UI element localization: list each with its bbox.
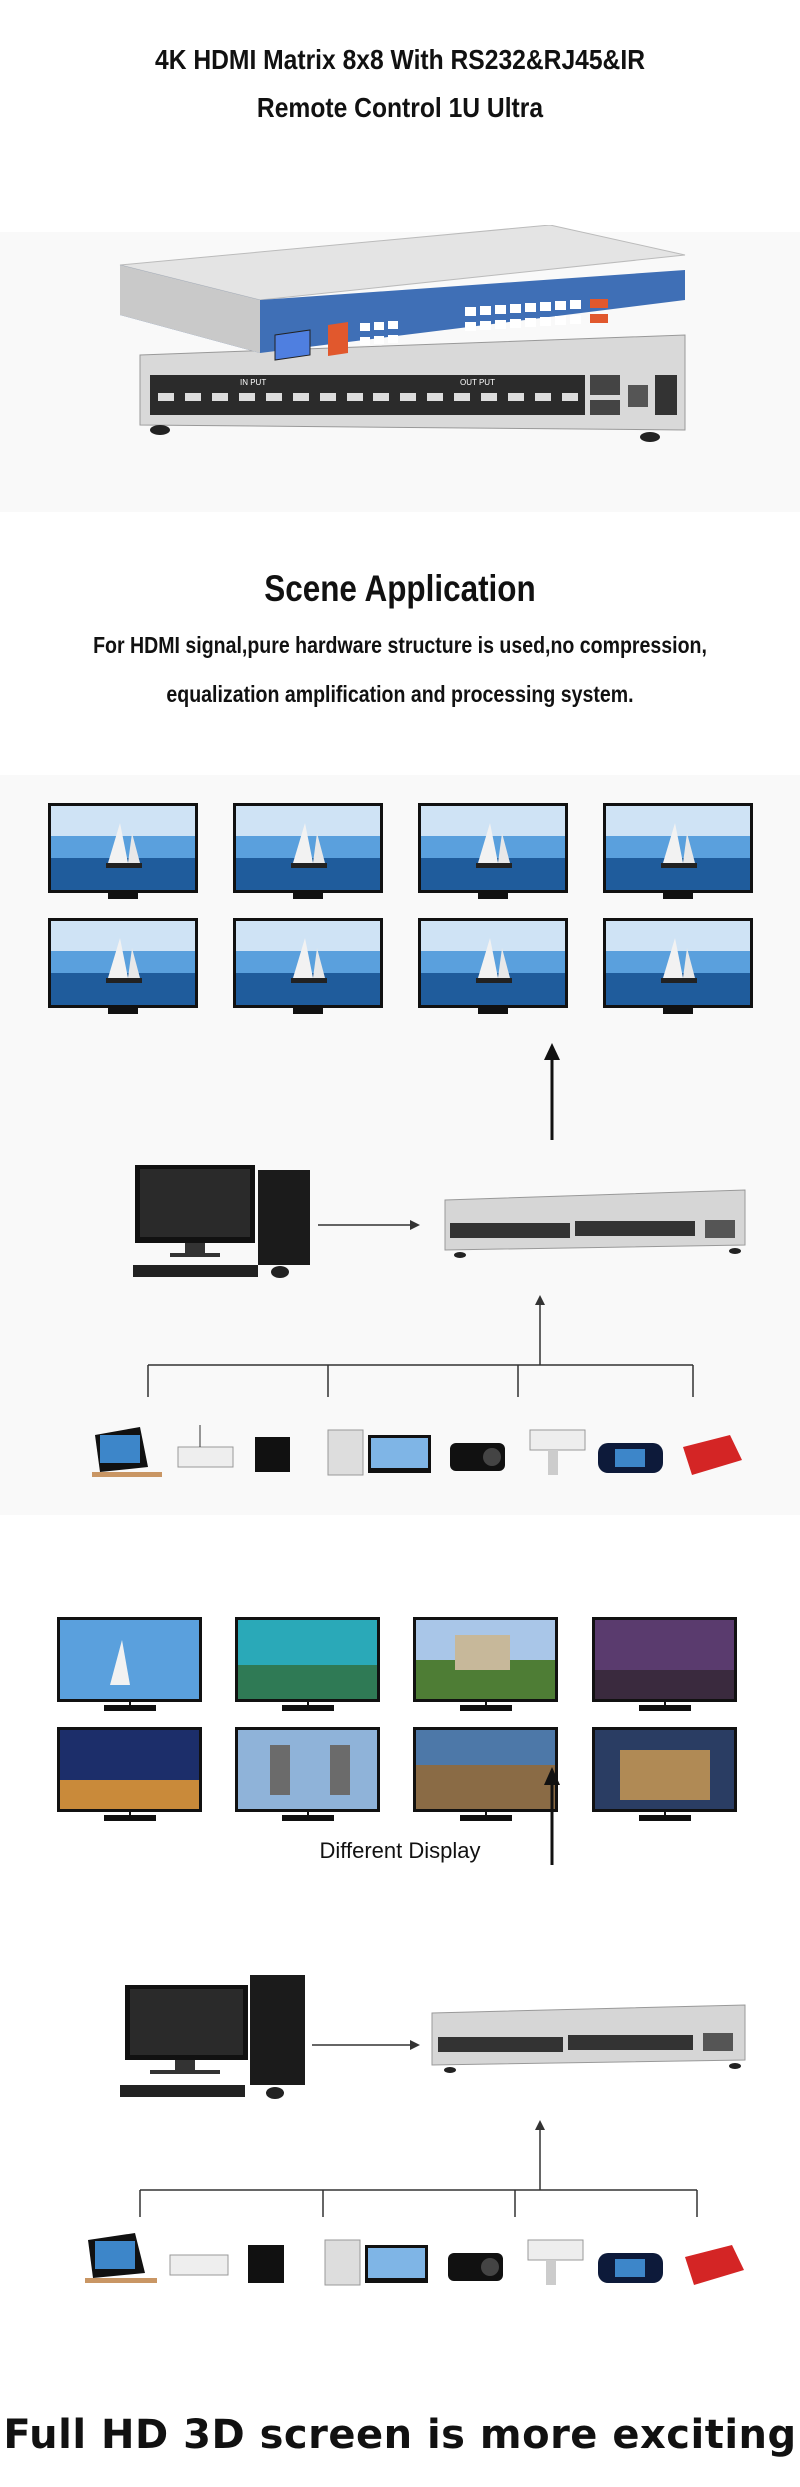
display-row-2 — [48, 918, 753, 1014]
footer-tagline: Full HD 3D screen is more exciting — [3, 2412, 797, 2458]
source-computer — [133, 1165, 310, 1278]
source-devices-row-1 — [92, 1425, 742, 1477]
different-display-label: Different Display — [319, 1838, 481, 1863]
display-row-1 — [48, 803, 753, 899]
lcd-display — [274, 329, 311, 361]
section-description-line2: equalization amplification and processin… — [166, 681, 634, 707]
diagram-different-display — [57, 1617, 746, 2286]
source-computer-2 — [120, 1975, 305, 2099]
section-heading: Scene Application — [264, 568, 536, 609]
display-row-1-different — [57, 1617, 737, 1711]
display-row-2-different — [57, 1727, 737, 1821]
page-title-line2: Remote Control 1U Ultra — [256, 92, 544, 123]
section-description-line1: For HDMI signal,pure hardware structure … — [93, 632, 707, 658]
matrix-switcher-small-2 — [431, 2004, 746, 2073]
orange-button — [328, 322, 348, 356]
matrix-switcher-small — [444, 1189, 746, 1258]
output-label: OUT PUT — [460, 378, 495, 387]
hdmi-matrix-device-image: IN PUT OUT PUT — [119, 225, 686, 442]
input-label: IN PUT — [240, 378, 266, 387]
diagram-same-display — [48, 803, 753, 1477]
source-devices-row-2 — [85, 2233, 744, 2286]
page-title-line1: 4K HDMI Matrix 8x8 With RS232&RJ45&IR — [155, 44, 645, 75]
